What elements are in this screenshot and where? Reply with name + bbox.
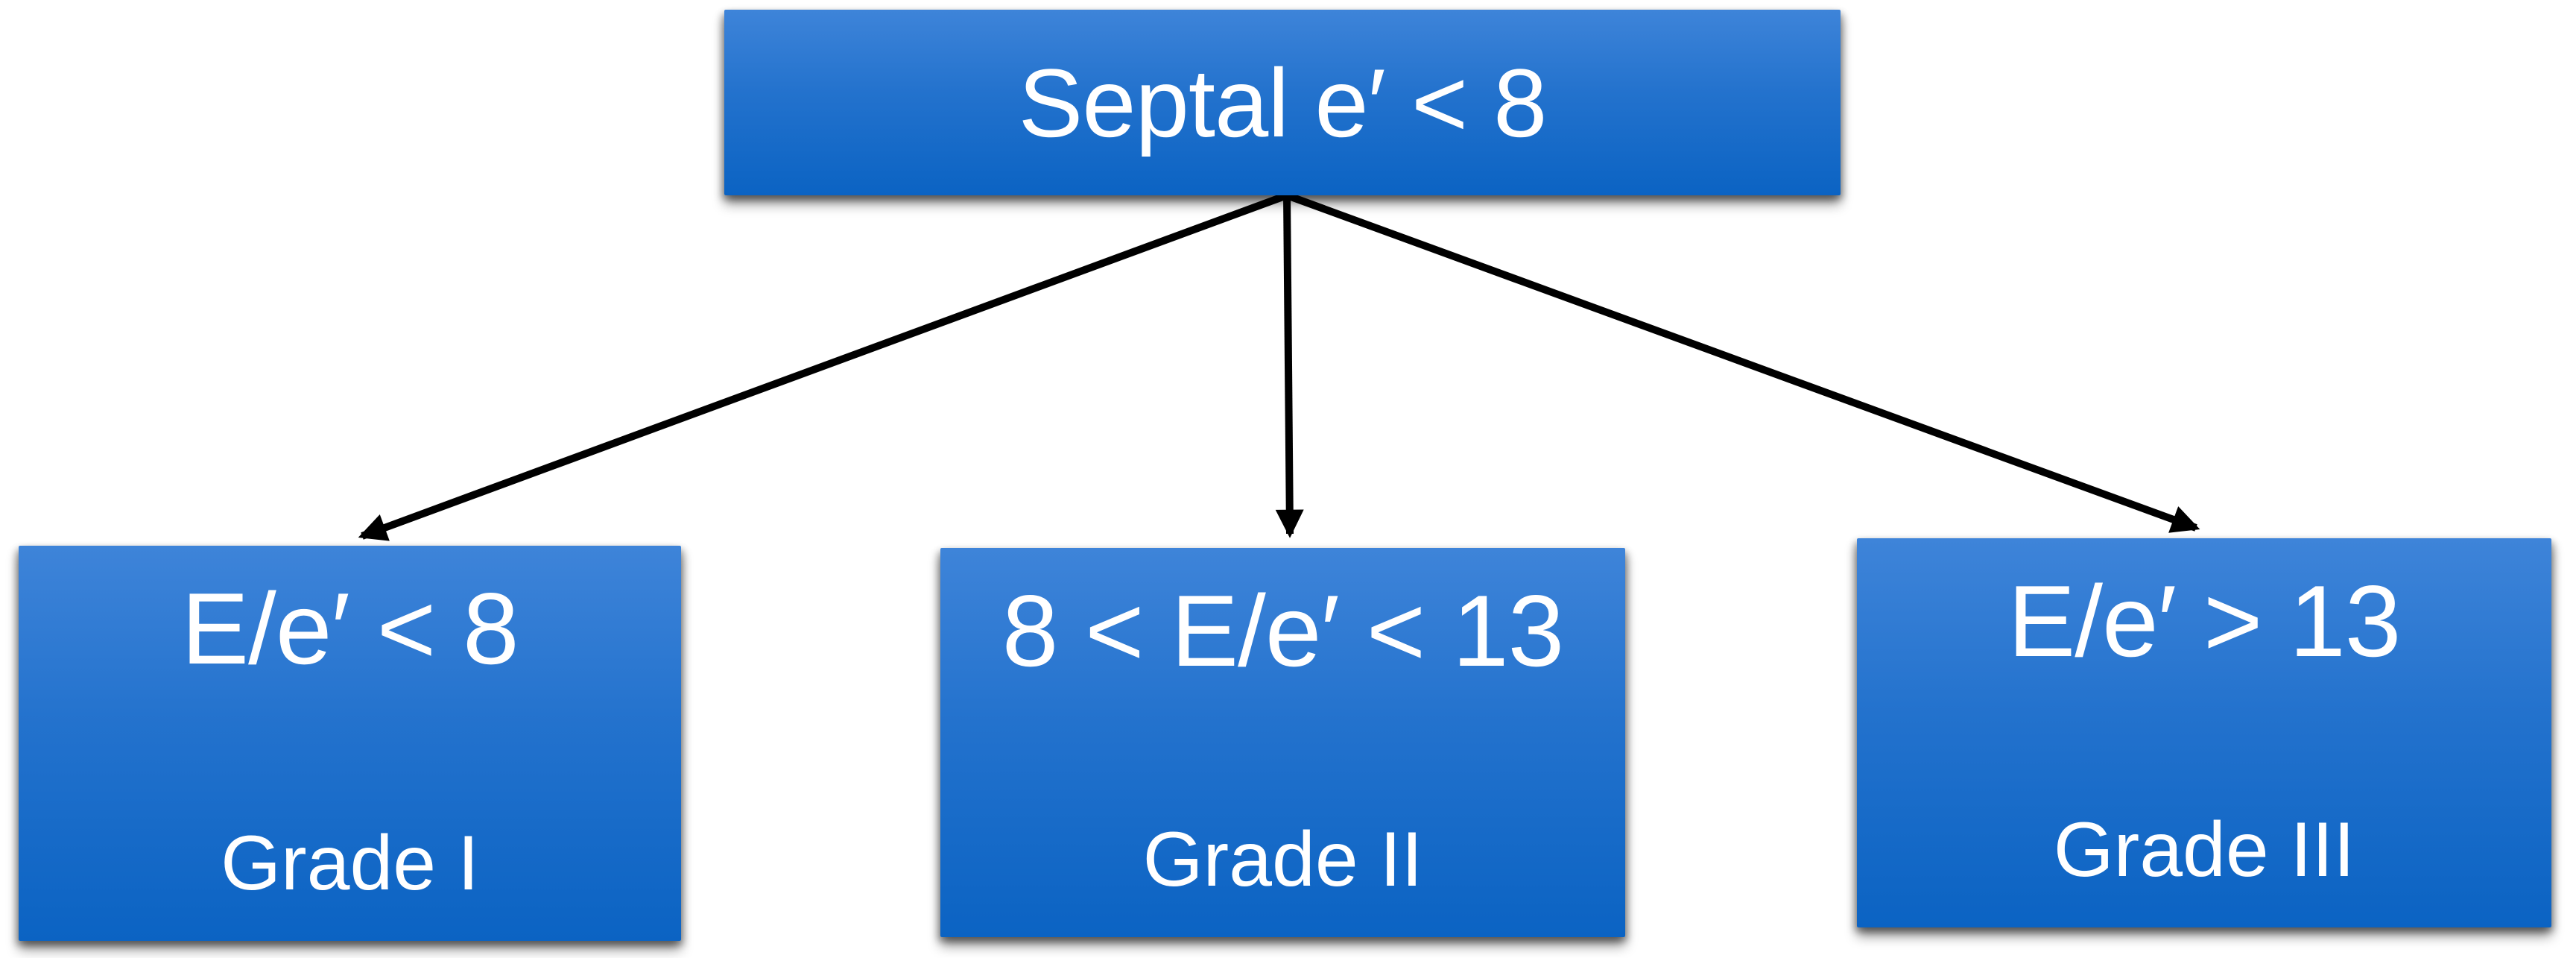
child-node-grade-3: E/e′ > 13 Grade III: [1857, 538, 2551, 927]
root-node-septal-e-prime: Septal e′ < 8: [724, 10, 1841, 195]
root-node-label: Septal e′ < 8: [1018, 48, 1548, 157]
condition-label: 8 < E/e′ < 13: [1001, 574, 1565, 687]
child-node-grade-2: 8 < E/e′ < 13 Grade II: [940, 548, 1625, 937]
grade-label: Grade II: [1142, 816, 1423, 903]
grade-label: Grade III: [2053, 807, 2355, 893]
child-node-grade-1: E/e′ < 8 Grade I: [19, 546, 681, 941]
arrow-to-grade-1: [358, 192, 1288, 541]
grade-label: Grade I: [221, 820, 479, 907]
condition-label: E/e′ < 8: [181, 572, 519, 685]
condition-label: E/e′ > 13: [2007, 564, 2402, 678]
arrow-to-grade-3: [1285, 192, 2200, 533]
arrow-to-grade-2: [1275, 195, 1304, 538]
